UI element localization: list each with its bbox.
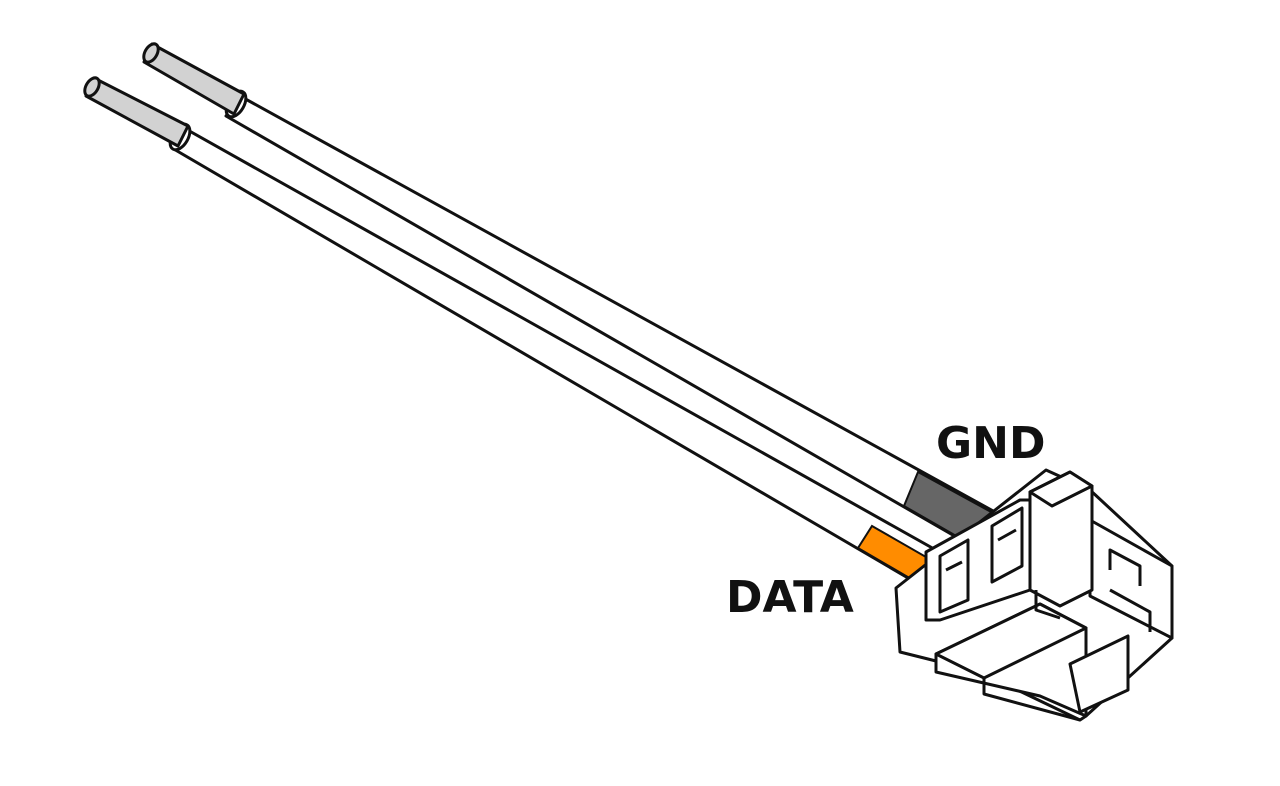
connector-front-step: [982, 678, 1081, 722]
gnd-wire-conductor: [142, 42, 246, 116]
data-wire-conductor: [84, 76, 190, 148]
connector-latch-hook: [1034, 590, 1061, 620]
connector-socket-1: [938, 538, 970, 614]
connector-side-notch: [1108, 548, 1142, 586]
data-wire-conductor-tip: [83, 76, 101, 98]
connector-front-shelf-top: [934, 602, 1088, 680]
data-wire: [83, 76, 970, 608]
data-wire-insulation: [170, 126, 970, 608]
gnd-wire-conductor-tip: [142, 42, 160, 64]
connector-bottom-tab: [1068, 634, 1130, 714]
connector-side-notch-2: [1109, 588, 1152, 632]
connector-socket-rib-2: [997, 528, 1017, 542]
data-label: DATA: [726, 572, 854, 623]
connector-socket-rib-1: [945, 560, 963, 572]
connector-socket-2: [990, 506, 1024, 584]
gnd-wire-insulation: [224, 94, 1026, 570]
connector: [894, 468, 1174, 722]
gnd-label: GND: [936, 418, 1046, 469]
connector-latch-top: [1028, 470, 1094, 508]
gnd-wire: [142, 42, 1026, 570]
